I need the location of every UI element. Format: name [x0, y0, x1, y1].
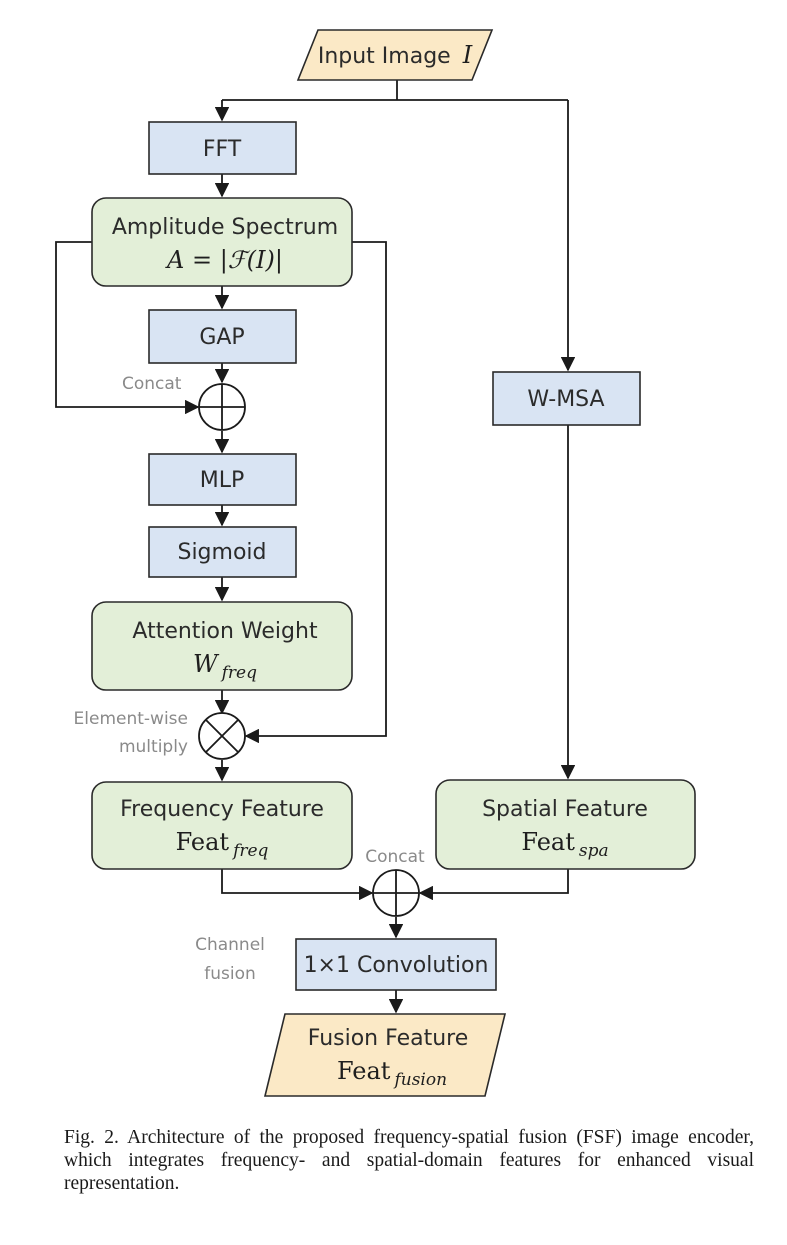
- attention-weight-subscript: freq: [220, 663, 257, 683]
- amplitude-spectrum-title: Amplitude Spectrum: [112, 215, 338, 240]
- attention-weight-symbol: W: [193, 650, 220, 678]
- sigmoid-node: Sigmoid: [148, 526, 297, 578]
- fusion-feature-symbol: Feat: [337, 1057, 391, 1085]
- svg-text:Input Image I: Input Image I: [318, 41, 473, 69]
- fft-label: FFT: [203, 137, 242, 162]
- svg-text:Feat freq: Feat freq: [176, 828, 269, 861]
- attention-weight-title: Attention Weight: [132, 619, 318, 644]
- figure-caption: Fig. 2. Architecture of the proposed fre…: [64, 1127, 754, 1194]
- gap-node: GAP: [148, 309, 297, 364]
- channel-fusion-line-1: Channel: [195, 935, 265, 955]
- concat-operator-2: Concat: [365, 847, 425, 917]
- multiply-label-line-2: multiply: [119, 737, 188, 757]
- sigmoid-label: Sigmoid: [177, 540, 266, 565]
- channel-fusion-line-2: fusion: [204, 964, 256, 984]
- frequency-feature-symbol: Feat: [176, 828, 230, 856]
- spatial-feature-symbol: Feat: [521, 828, 575, 856]
- svg-text:Feat spa: Feat spa: [521, 828, 608, 861]
- fusion-feature-node: Fusion Feature Feat fusion: [263, 1013, 507, 1097]
- gap-label: GAP: [199, 325, 244, 350]
- connectors: [55, 80, 576, 1014]
- attention-weight-node: Attention Weight W freq: [91, 601, 353, 691]
- concat-label-2: Concat: [365, 847, 425, 867]
- wmsa-label: W-MSA: [527, 387, 604, 412]
- input-image-label: Input Image: [318, 44, 451, 69]
- wmsa-node: W-MSA: [492, 371, 641, 426]
- multiply-label-line-1: Element-wise: [74, 709, 188, 729]
- frequency-feature-node: Frequency Feature Feat freq: [91, 781, 353, 870]
- svg-text:W freq: W freq: [193, 650, 257, 683]
- mlp-label: MLP: [200, 468, 245, 493]
- spatial-feature-subscript: spa: [579, 841, 609, 861]
- spatial-feature-title: Spatial Feature: [482, 797, 648, 822]
- fft-node: FFT: [148, 121, 297, 175]
- svg-text:Feat fusion: Feat fusion: [337, 1057, 447, 1090]
- fusion-feature-subscript: fusion: [392, 1070, 447, 1090]
- convolution-node: 1×1 Convolution: [295, 938, 497, 991]
- concat-label-1: Concat: [122, 374, 182, 394]
- frequency-feature-subscript: freq: [231, 841, 268, 861]
- input-image-node: Input Image I: [296, 29, 494, 81]
- spatial-feature-node: Spatial Feature Feat spa: [435, 779, 696, 870]
- fusion-feature-title: Fusion Feature: [308, 1026, 469, 1051]
- convolution-label: 1×1 Convolution: [304, 953, 489, 978]
- multiply-operator: Element-wise multiply: [74, 709, 246, 760]
- channel-fusion-annotation: Channel fusion: [195, 935, 265, 984]
- frequency-feature-title: Frequency Feature: [120, 797, 324, 822]
- amplitude-spectrum-formula: A = |ℱ(I)|: [165, 246, 283, 275]
- concat-operator-1: Concat: [122, 374, 246, 431]
- input-image-symbol: I: [462, 41, 473, 69]
- amplitude-spectrum-node: Amplitude Spectrum A = |ℱ(I)|: [91, 197, 353, 287]
- mlp-node: MLP: [148, 453, 297, 506]
